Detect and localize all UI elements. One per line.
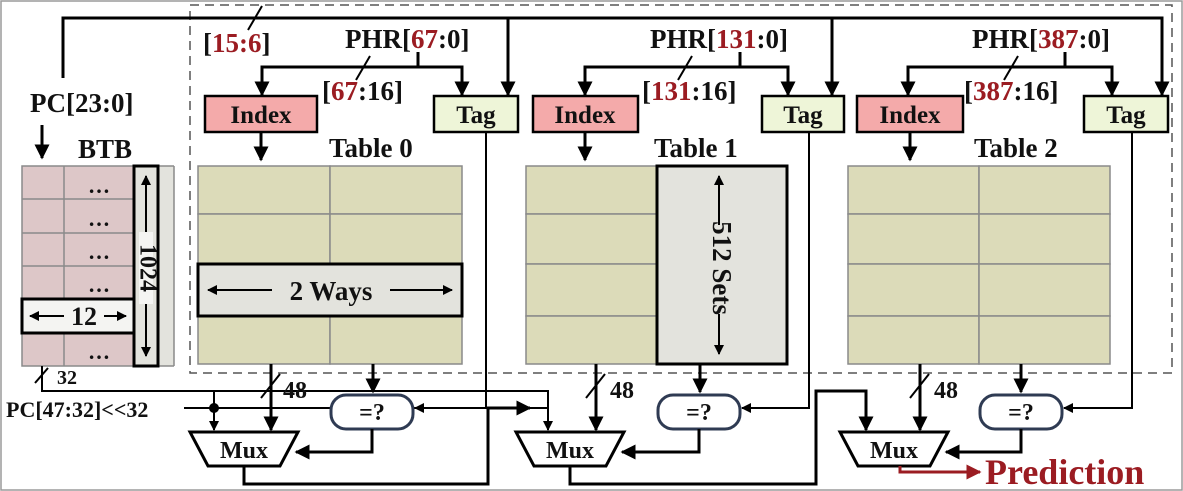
tag-label: Tag: [783, 102, 823, 129]
btb-array: [20, 164, 175, 368]
table-title: Table 2: [974, 133, 1058, 163]
index-box: [203, 94, 319, 134]
data-width-label: 48: [610, 378, 634, 404]
table-grid: [847, 165, 1111, 365]
data-width-label: 48: [283, 378, 307, 404]
btb-ellipsis: …: [88, 272, 110, 297]
compare-label: =?: [359, 400, 385, 426]
phr-label: PHR[387:0]: [972, 24, 1110, 54]
btb-width-label: 12: [71, 302, 97, 331]
table-2: PHR[387:0] [387:16] Index Tag Table 2 48…: [837, 24, 1170, 468]
btb-out-width: 32: [57, 367, 77, 389]
btb-ellipsis: …: [88, 339, 110, 364]
tag-box: [1082, 94, 1170, 134]
mux-label: Mux: [546, 438, 594, 464]
mux: [187, 430, 301, 468]
sets-label: 512 Sets: [707, 221, 737, 315]
tag-slice-label: [67:16]: [322, 76, 403, 106]
pc-label: PC[23:0]: [30, 88, 133, 118]
btb-ellipsis: …: [88, 239, 110, 264]
ways-label: 2 Ways: [290, 276, 373, 306]
table-title: Table 0: [329, 133, 413, 163]
pc-high-label: PC[47:32]<<32: [6, 397, 148, 422]
phr-label: PHR[67:0]: [345, 24, 469, 54]
table-0: PHR[67:0] [67:16] Index Tag Table 0 2 Wa…: [187, 24, 532, 486]
index-label: Index: [554, 102, 616, 129]
btb-ellipsis: …: [88, 173, 110, 198]
btb-label: BTB: [78, 134, 132, 164]
prediction-label: Prediction: [985, 452, 1144, 491]
mux: [513, 430, 627, 468]
mux-label: Mux: [870, 438, 918, 464]
tag-box: [432, 94, 520, 134]
table-title: Table 1: [654, 133, 738, 163]
compare-label: =?: [686, 400, 712, 426]
compare-label: =?: [1008, 400, 1034, 426]
mux-label: Mux: [220, 438, 268, 464]
tag-box: [760, 94, 846, 134]
data-width-label: 48: [934, 378, 958, 404]
tag-label: Tag: [1106, 102, 1146, 129]
tag-slice-label: [387:16]: [964, 76, 1058, 106]
tag-label: Tag: [456, 102, 496, 129]
btb-ellipsis: …: [88, 206, 110, 231]
tag-slice-label: [131:16]: [642, 76, 736, 106]
phr-label: PHR[131:0]: [650, 24, 788, 54]
btb-rows-label: 1024: [134, 244, 160, 292]
pc-slice-label: [15:6]: [203, 28, 271, 58]
index-box: [855, 94, 965, 134]
mux: [837, 430, 951, 468]
index-label: Index: [879, 102, 941, 129]
index-label: Index: [230, 102, 292, 129]
sets-highlight: [655, 164, 789, 366]
table-1: PHR[131:0] [131:16] Index Tag Table 1 51…: [513, 24, 874, 486]
